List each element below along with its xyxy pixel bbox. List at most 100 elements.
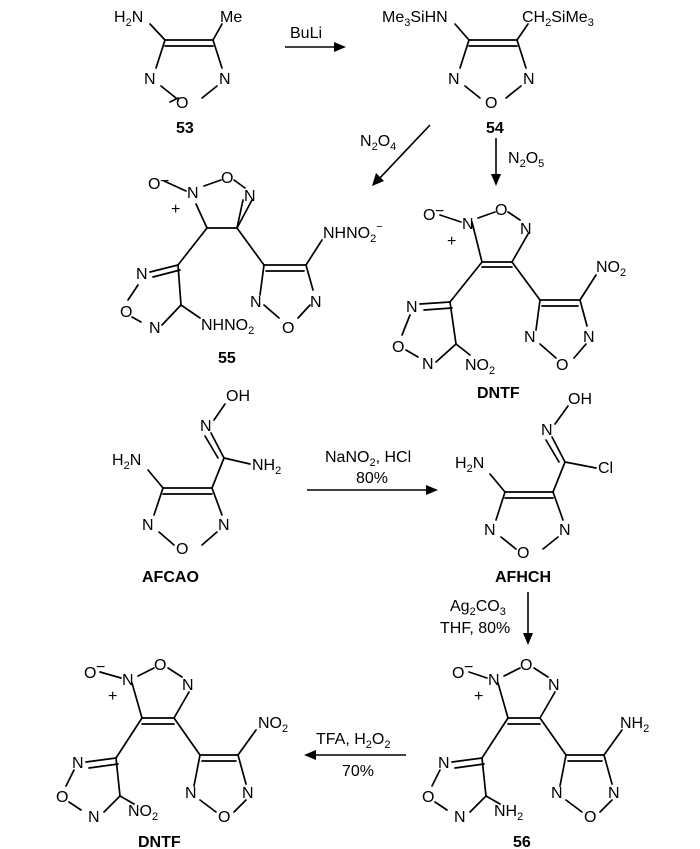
svg-text:O: O xyxy=(485,95,497,112)
svg-text:N: N xyxy=(448,71,460,88)
compound-label-afcao: AFCAO xyxy=(142,569,199,586)
svg-text:O: O xyxy=(120,304,132,321)
yield-80-a: 80% xyxy=(356,470,388,487)
svg-text:+: + xyxy=(108,688,117,705)
svg-text:N: N xyxy=(551,785,563,802)
svg-text:NH2: NH2 xyxy=(494,803,523,823)
svg-text:N: N xyxy=(242,785,254,802)
svg-text:−: − xyxy=(96,659,105,676)
svg-text:+: + xyxy=(474,688,483,705)
svg-text:NHNO2: NHNO2 xyxy=(201,317,254,337)
svg-text:N: N xyxy=(185,785,197,802)
reagent-thf-80: THF, 80% xyxy=(440,620,510,637)
svg-text:N: N xyxy=(520,221,532,238)
svg-text:N: N xyxy=(250,294,262,311)
svg-text:N: N xyxy=(541,422,553,439)
compound-dntf-bottom-structure: O − N + O N N O N NO2 N N O NO2 xyxy=(56,657,288,826)
svg-text:N: N xyxy=(182,677,194,694)
svg-text:+: + xyxy=(171,201,180,218)
svg-text:OH: OH xyxy=(568,391,592,408)
svg-text:H2N: H2N xyxy=(455,455,484,475)
svg-text:+: + xyxy=(447,233,456,250)
svg-text:N: N xyxy=(583,329,595,346)
yield-70: 70% xyxy=(342,763,374,780)
svg-text:Me: Me xyxy=(220,9,242,26)
compound-label-56: 56 xyxy=(513,834,531,849)
svg-text:N: N xyxy=(142,517,154,534)
compound-label-53: 53 xyxy=(176,120,194,137)
svg-text:N: N xyxy=(406,299,418,316)
compound-label-dntf-top: DNTF xyxy=(477,385,520,402)
compound-53-structure: H2N Me N N O xyxy=(114,9,242,112)
svg-text:O: O xyxy=(422,789,434,806)
svg-text:O: O xyxy=(56,789,68,806)
svg-text:N: N xyxy=(187,185,199,202)
svg-text:NO2: NO2 xyxy=(258,715,288,735)
svg-text:N: N xyxy=(144,71,156,88)
reagent-n2o4: N2O4 xyxy=(360,133,396,153)
compound-label-dntf-bottom: DNTF xyxy=(138,834,181,849)
svg-text:N: N xyxy=(559,522,571,539)
svg-text:N: N xyxy=(200,418,212,435)
svg-text:CH2SiMe3: CH2SiMe3 xyxy=(522,9,594,29)
svg-text:N: N xyxy=(484,522,496,539)
svg-text:O: O xyxy=(495,202,507,219)
svg-text:O: O xyxy=(84,665,96,682)
svg-text:N: N xyxy=(88,809,100,826)
compound-dntf-top-structure: O − N + O N N O N NO2 N N O NO2 xyxy=(392,202,626,377)
compound-55-structure: O − N + O N N O N NHNO2 N N O NHNO2− xyxy=(120,170,383,337)
svg-text:N: N xyxy=(454,809,466,826)
svg-text:N: N xyxy=(422,356,434,373)
svg-text:O: O xyxy=(517,545,529,562)
svg-text:O: O xyxy=(154,657,166,674)
arrow-54-to-55 xyxy=(377,124,431,181)
svg-text:NO2: NO2 xyxy=(128,803,158,823)
reagent-nano2-hcl: NaNO2, HCl xyxy=(325,449,411,469)
svg-text:H2N: H2N xyxy=(114,9,143,29)
svg-text:N: N xyxy=(149,320,161,337)
svg-text:O: O xyxy=(221,170,233,187)
svg-text:Cl: Cl xyxy=(598,460,613,477)
svg-text:H2N: H2N xyxy=(112,452,141,472)
svg-text:O: O xyxy=(452,665,464,682)
svg-text:NH2: NH2 xyxy=(252,457,281,477)
svg-text:NO2: NO2 xyxy=(596,259,626,279)
compound-54-structure: Me3SiHN CH2SiMe3 N N O xyxy=(382,9,594,112)
svg-text:O: O xyxy=(176,541,188,558)
compound-afcao-structure: H2N N OH NH2 N N O xyxy=(112,388,281,558)
svg-text:N: N xyxy=(136,266,148,283)
compound-label-55: 55 xyxy=(218,350,236,367)
svg-text:O: O xyxy=(584,809,596,826)
svg-text:N: N xyxy=(438,755,450,772)
svg-text:O: O xyxy=(423,207,435,224)
compound-label-54: 54 xyxy=(486,120,504,137)
reagent-n2o5: N2O5 xyxy=(508,150,544,170)
svg-text:O: O xyxy=(148,176,160,193)
svg-text:N: N xyxy=(488,672,500,689)
reagent-tfa-h2o2: TFA, H2O2 xyxy=(316,731,390,751)
svg-text:N: N xyxy=(608,785,620,802)
svg-text:NHNO2−: NHNO2− xyxy=(323,221,383,245)
svg-text:NO2: NO2 xyxy=(465,357,495,377)
compound-afhch-structure: H2N N OH Cl N N O xyxy=(455,391,613,562)
svg-text:N: N xyxy=(244,188,256,205)
svg-text:N: N xyxy=(219,71,231,88)
svg-text:N: N xyxy=(310,294,322,311)
svg-text:N: N xyxy=(548,677,560,694)
compound-56-structure: O − N + O N N O N NH2 N N O NH2 xyxy=(422,657,649,826)
svg-text:O: O xyxy=(556,357,568,374)
reagent-ag2co3: Ag2CO3 xyxy=(450,598,506,618)
svg-text:N: N xyxy=(524,329,536,346)
svg-text:−: − xyxy=(464,659,473,676)
svg-text:N: N xyxy=(462,216,474,233)
svg-text:−: − xyxy=(435,203,444,220)
svg-text:O: O xyxy=(392,339,404,356)
svg-text:NH2: NH2 xyxy=(620,715,649,735)
svg-text:Me3SiHN: Me3SiHN xyxy=(382,9,448,29)
svg-text:−: − xyxy=(160,173,169,190)
svg-text:N: N xyxy=(523,71,535,88)
svg-text:N: N xyxy=(72,755,84,772)
svg-text:N: N xyxy=(122,672,134,689)
svg-text:O: O xyxy=(520,657,532,674)
